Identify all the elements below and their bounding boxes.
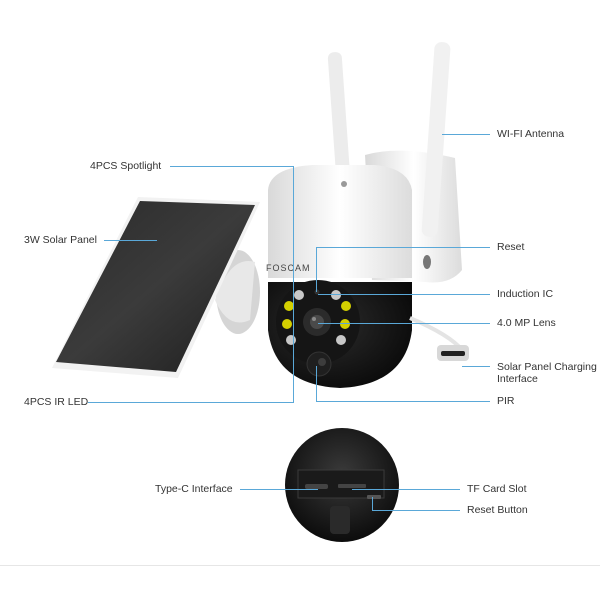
reset-button-line-v (372, 497, 373, 510)
antenna-right (421, 42, 451, 237)
label-pir: PIR (497, 395, 515, 407)
pir-line-v (316, 366, 317, 401)
camera-lens-dome (268, 280, 412, 388)
charging-interface-line (462, 366, 490, 367)
pir-line-h (316, 401, 490, 402)
spotlight-line-v (293, 166, 294, 402)
reset-line-h (316, 247, 490, 248)
label-wifi-antenna: WI-FI Antenna (497, 128, 565, 140)
brand-logo: FOSCAM (266, 263, 311, 273)
label-reset-button: Reset Button (467, 504, 528, 516)
antenna-left (327, 52, 351, 182)
solar-panel-line (104, 240, 157, 241)
label-reset: Reset (497, 241, 525, 253)
label-induction-ic: Induction IC (497, 288, 554, 300)
label-lens: 4.0 MP Lens (497, 317, 556, 329)
label-spotlight: 4PCS Spotlight (90, 160, 162, 172)
lens-line (318, 323, 490, 324)
label-charging-interface-1: Solar Panel Charging (497, 361, 597, 373)
tf-card-line (352, 489, 460, 490)
ir-led-line (88, 402, 294, 403)
reset-line-v (316, 247, 317, 292)
label-solar-panel: 3W Solar Panel (24, 234, 97, 246)
spotlight-line-h (170, 166, 294, 167)
bottom-divider (0, 565, 600, 566)
label-type-c: Type-C Interface (155, 483, 233, 495)
label-ir-led: 4PCS IR LED (24, 396, 89, 408)
wifi-antenna-line (442, 134, 490, 135)
label-charging-interface-2: Interface (497, 373, 538, 385)
bottom-detail-circle (285, 428, 399, 542)
type-c-line (240, 489, 318, 490)
camera-dome (268, 165, 412, 278)
induction-ic-line (318, 294, 490, 295)
solar-panel (52, 197, 260, 378)
label-tf-card: TF Card Slot (467, 483, 527, 495)
reset-button-line-h (372, 510, 460, 511)
